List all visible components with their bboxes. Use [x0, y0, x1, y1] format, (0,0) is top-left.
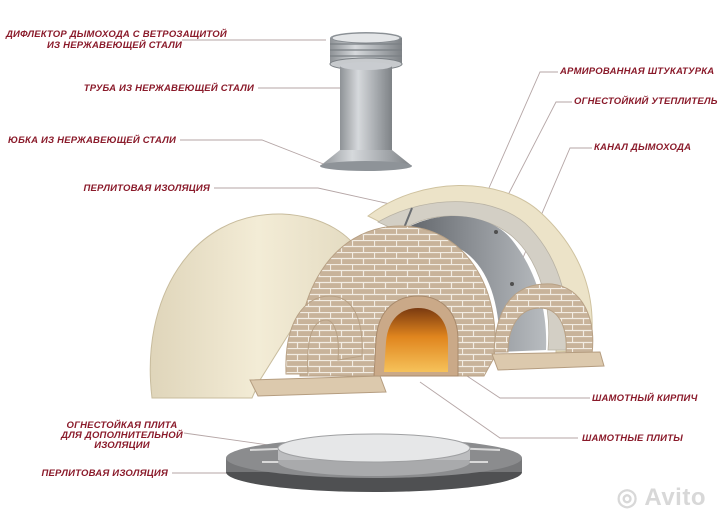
- label-firebrick: ШАМОТНЫЙ КИРПИЧ: [592, 393, 698, 404]
- label-flue: КАНАЛ ДЫМОХОДА: [594, 142, 692, 153]
- label-board-line1: ОГНЕСТОЙКАЯ ПЛИТА: [66, 420, 178, 431]
- leader-insulation: [491, 101, 572, 227]
- chimney-pipe: [340, 62, 392, 156]
- label-board-line3: ИЗОЛЯЦИИ: [94, 440, 150, 451]
- label-perlite-top: ПЕРЛИТОВАЯ ИЗОЛЯЦИЯ: [83, 183, 210, 194]
- leader-skirt: [180, 139, 327, 166]
- leader-perlite-top: [214, 187, 409, 209]
- label-plaster: АРМИРОВАННАЯ ШТУКАТУРКА: [560, 66, 715, 77]
- label-board-line2: ДЛЯ ДОПОЛНИТЕЛЬНОЙ: [61, 430, 183, 441]
- label-deflector-line2: ИЗ НЕРЖАВЕЮЩЕЙ СТАЛИ: [47, 40, 182, 51]
- watermark-text: Avito: [644, 484, 706, 511]
- label-skirt: ЮБКА ИЗ НЕРЖАВЕЮЩЕЙ СТАЛИ: [8, 135, 176, 146]
- label-pipe: ТРУБА ИЗ НЕРЖАВЕЮЩЕЙ СТАЛИ: [83, 83, 254, 94]
- base-slab: [226, 433, 522, 492]
- leader-slabs: [419, 381, 578, 439]
- label-perlite-bottom: ПЕРЛИТОВАЯ ИЗОЛЯЦИЯ: [41, 468, 168, 479]
- hearth-slabs: [249, 351, 605, 397]
- label-insulation: ОГНЕСТОЙКИЙ УТЕПЛИТЕЛЬ: [574, 96, 718, 107]
- label-deflector-line1: ДИФЛЕКТОР ДЫМОХОДА С ВЕТРОЗАЩИТОЙ: [6, 29, 227, 40]
- oven-mouth: [373, 295, 459, 377]
- chimney-skirt: [320, 150, 412, 171]
- leader-plaster: [473, 71, 558, 223]
- label-fireclay-slabs: ШАМОТНЫЕ ПЛИТЫ: [582, 433, 683, 444]
- avito-watermark: ◎ Avito: [616, 484, 706, 511]
